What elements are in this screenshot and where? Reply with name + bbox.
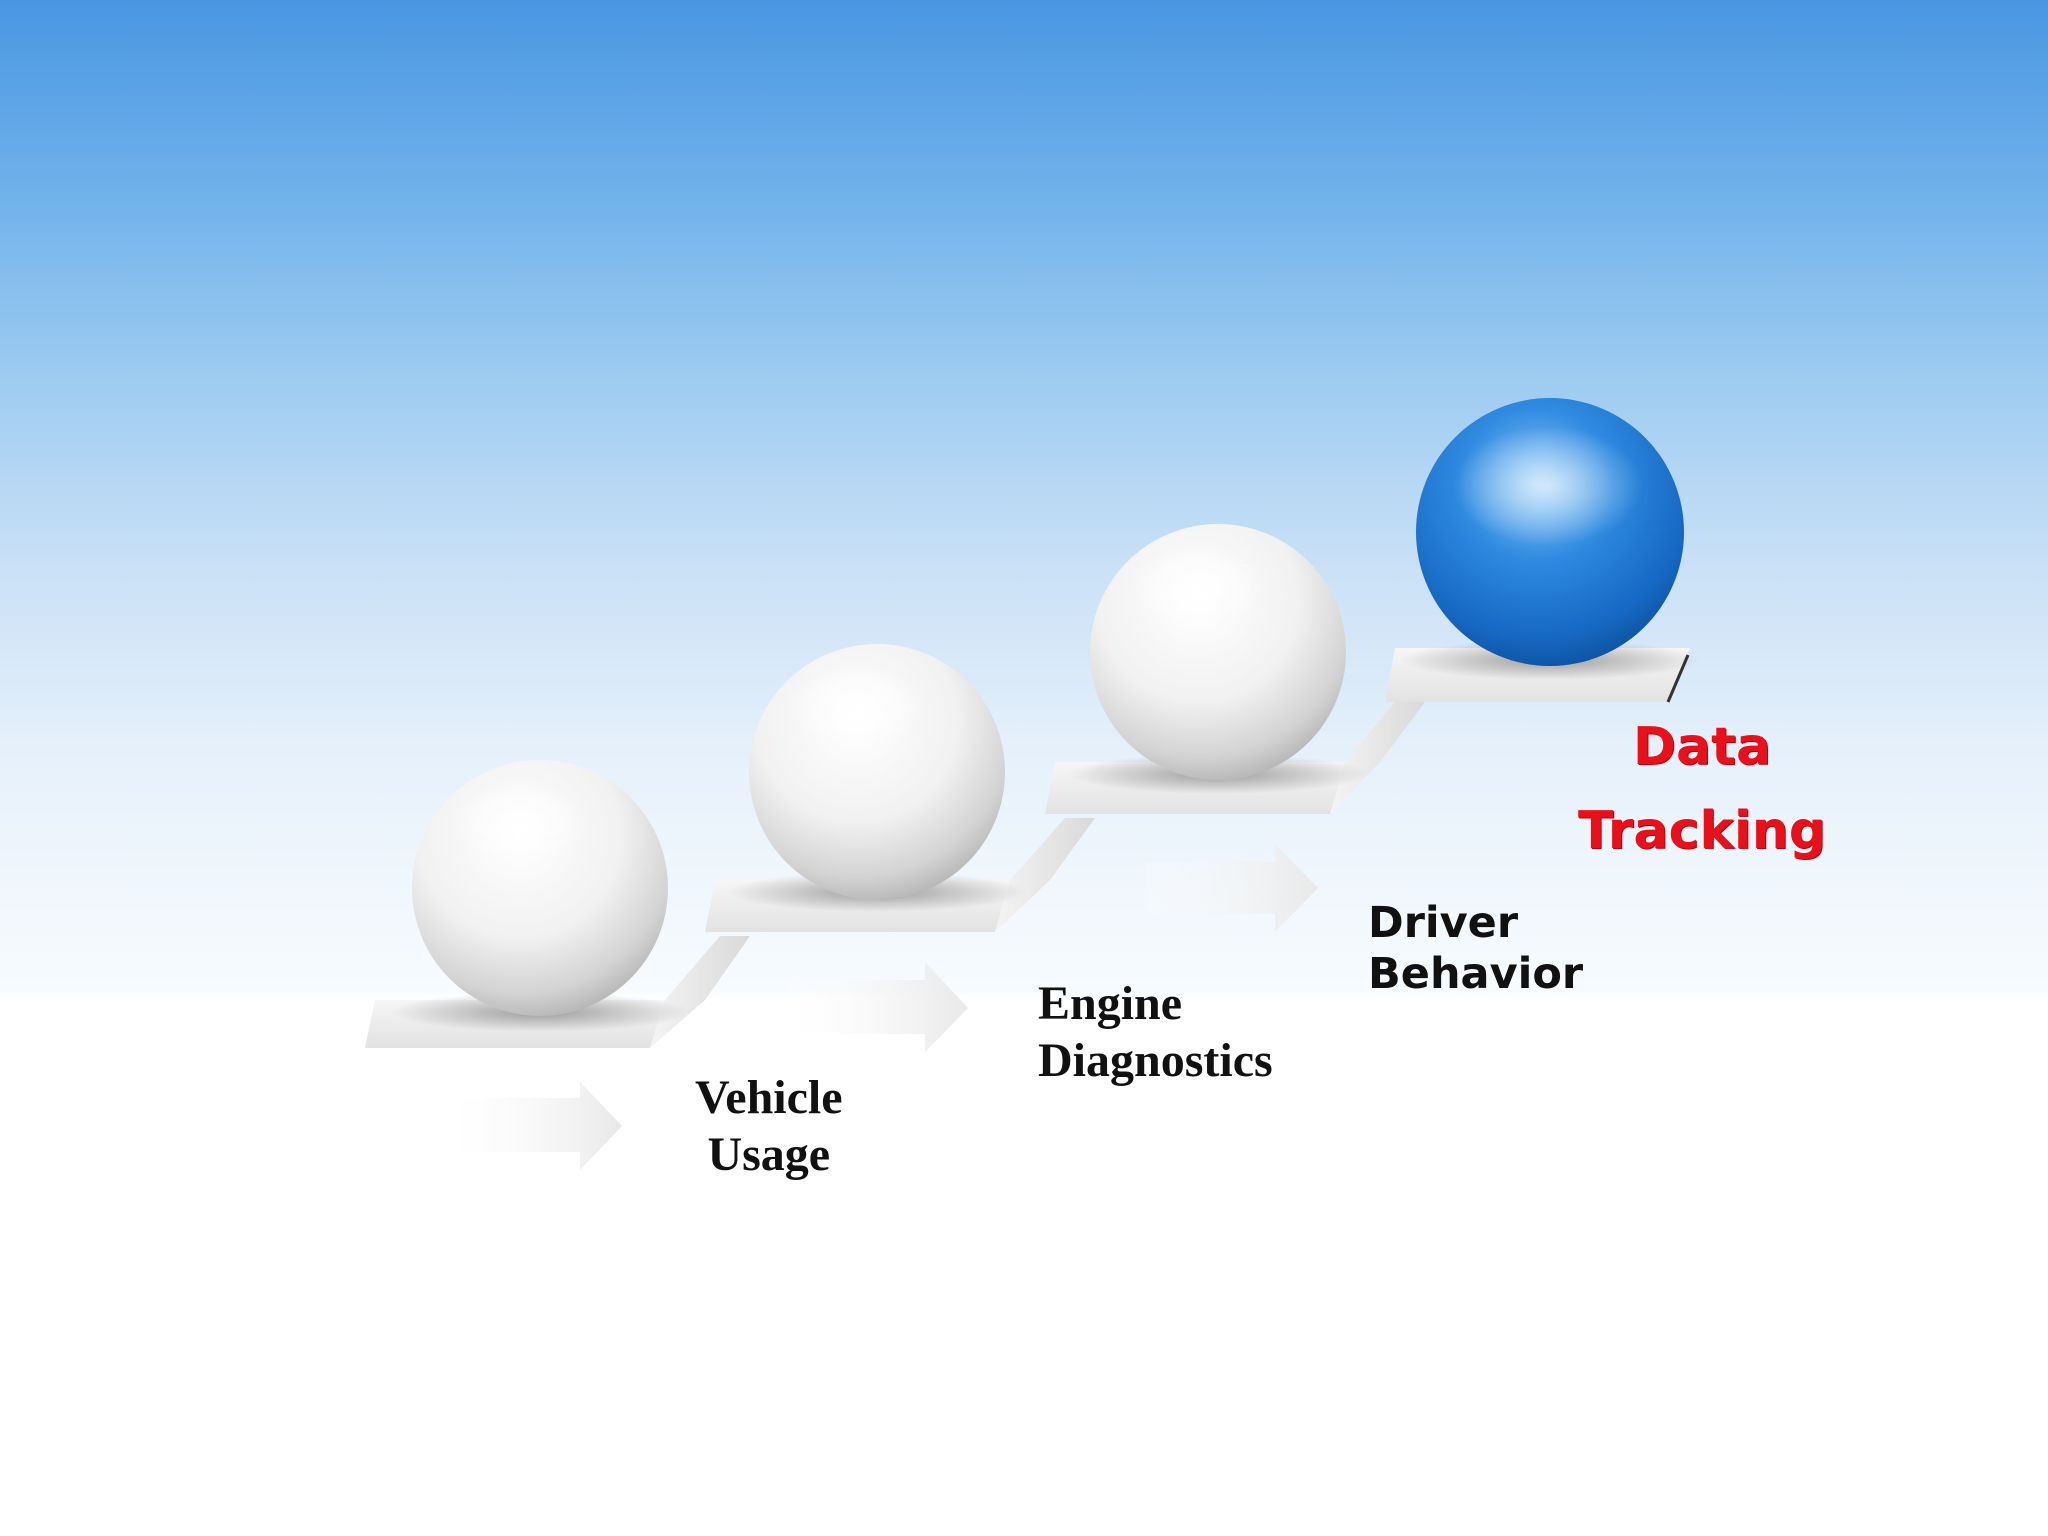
step-label-line1: Driver [1368, 898, 1519, 948]
step-label-engine-diagnostics: Engine Diagnostics [1038, 976, 1273, 1089]
sphere-highlight [1128, 546, 1268, 626]
stair-riser-2 [995, 818, 1095, 932]
sphere-highlight [450, 782, 590, 862]
step-label-line2: Behavior [1368, 948, 1584, 999]
stair-riser-3 [1330, 702, 1425, 814]
arrows [450, 844, 1318, 1170]
spheres [390, 398, 1700, 1032]
step-label-line1: Vehicle [695, 1071, 843, 1124]
sphere-highlight [1453, 426, 1643, 546]
step-label-line2: Diagnostics [1038, 1033, 1273, 1087]
arrow-icon [1145, 844, 1318, 932]
step-label-line2: Usage [707, 1127, 831, 1181]
step-label-line1: Engine [1038, 977, 1183, 1030]
step-label-line1: Data [1632, 717, 1772, 777]
arrow-icon [450, 1082, 622, 1170]
step-label-data-tracking: Data Tracking [1578, 705, 1826, 873]
step-label-line2: Tracking [1578, 801, 1826, 862]
sphere-highlight [787, 666, 927, 746]
arrow-icon [790, 962, 968, 1052]
step-label-vehicle-usage: Vehicle Usage [695, 1070, 843, 1183]
stair-riser-1 [650, 936, 750, 1048]
step-label-driver-behavior: Driver Behavior [1368, 898, 1583, 999]
